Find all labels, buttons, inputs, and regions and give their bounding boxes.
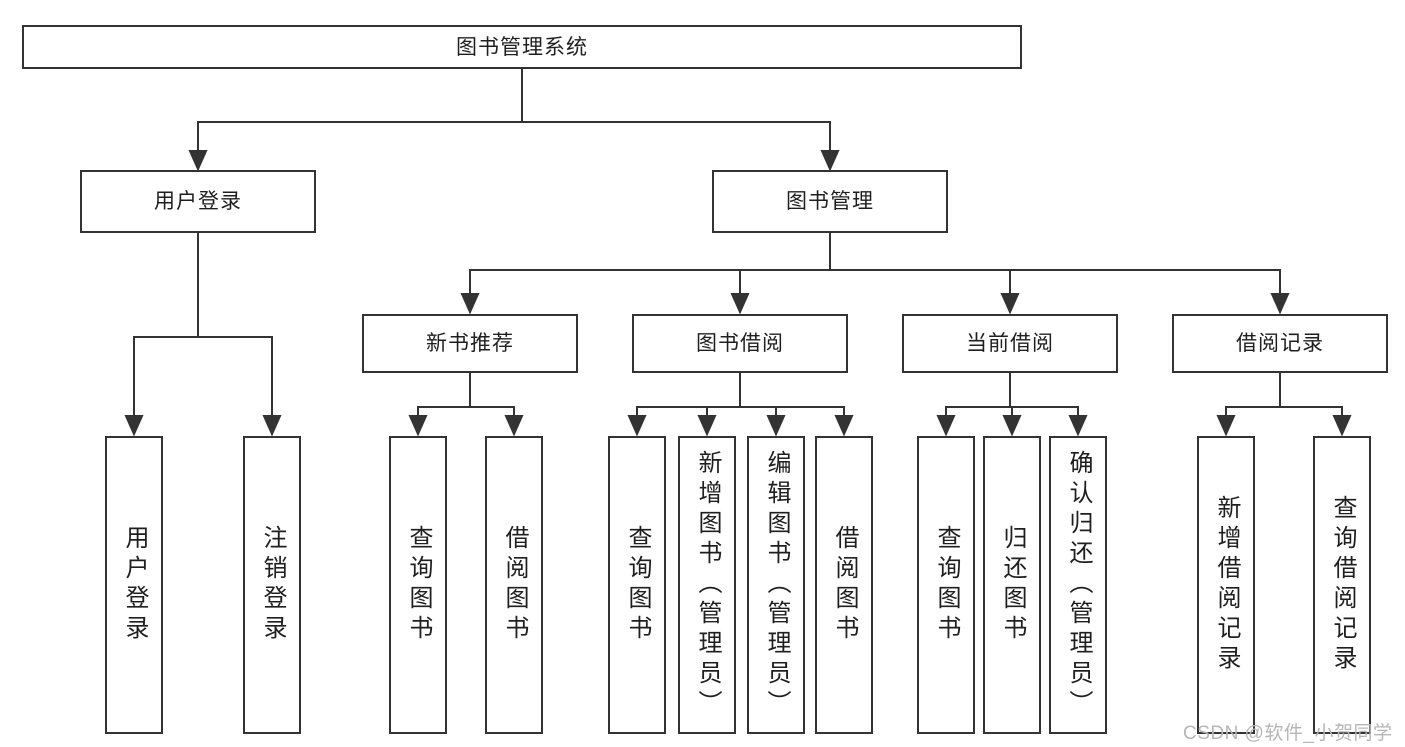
connector-book-borrowing-to-leaves	[627, 373, 854, 437]
leaf-add-borrow-record: 新增借阅记录	[1197, 436, 1255, 734]
leaf-logout: 注销登录	[243, 436, 301, 734]
leaf-query-borrow-record: 查询借阅记录	[1313, 436, 1371, 734]
connector-current-borrowing-to-leaves	[936, 373, 1088, 437]
leaf-add-books-admin: 新增图书（管理员）	[678, 436, 736, 734]
node-new-book-recommendation: 新书推荐	[362, 314, 578, 373]
leaf-query-books-recommend: 查询图书	[389, 436, 447, 734]
node-book-management: 图书管理	[712, 170, 948, 233]
connector-user-login-to-leaves	[124, 233, 282, 437]
connector-new-book-recommendation-to-leaves	[408, 373, 524, 437]
node-borrowing-records: 借阅记录	[1172, 314, 1388, 373]
leaf-edit-books-admin: 编辑图书（管理员）	[747, 436, 805, 734]
connector-book-management-to-level3	[460, 233, 1290, 315]
node-book-borrowing: 图书借阅	[632, 314, 848, 373]
leaf-confirm-return-admin: 确认归还（管理员）	[1049, 436, 1107, 734]
connector-borrowing-records-to-leaves	[1216, 373, 1352, 437]
node-user-login: 用户登录	[80, 170, 316, 233]
leaf-return-books: 归还图书	[983, 436, 1041, 734]
leaf-borrow-books-recommend: 借阅图书	[485, 436, 543, 734]
leaf-query-books-borrowing: 查询图书	[608, 436, 666, 734]
connector-root-to-level2	[188, 69, 840, 172]
node-current-borrowing: 当前借阅	[902, 314, 1118, 373]
leaf-user-login: 用户登录	[105, 436, 163, 734]
node-library-management-system: 图书管理系统	[22, 25, 1022, 69]
leaf-query-books-current: 查询图书	[917, 436, 975, 734]
leaf-borrow-books: 借阅图书	[815, 436, 873, 734]
csdn-watermark: CSDN @软件_小贺同学	[1183, 723, 1393, 744]
